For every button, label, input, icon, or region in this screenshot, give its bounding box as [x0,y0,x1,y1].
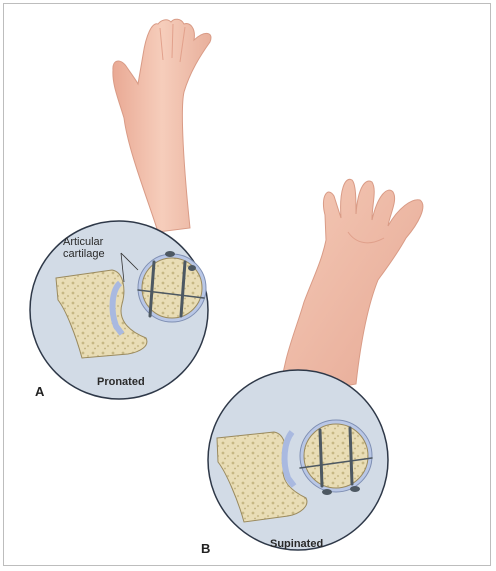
arm-a [113,19,211,232]
articular-cartilage-label: Articular cartilage [63,236,105,260]
supinated-label: Supinated [270,538,323,550]
pronated-label: Pronated [97,376,145,388]
screw-head-b2 [350,486,360,492]
cartilage-label-line2: cartilage [63,248,105,260]
cartilage-label-line1: Articular [63,236,105,248]
screw-head-a2 [188,265,196,271]
screw-head-a1 [165,251,175,257]
arm-b [280,179,423,398]
panel-b-letter: B [201,541,210,556]
inset-b [208,370,388,550]
inset-a [30,221,208,399]
panel-a-letter: A [35,384,44,399]
screw-head-b1 [322,489,332,495]
radius-b [304,424,368,488]
